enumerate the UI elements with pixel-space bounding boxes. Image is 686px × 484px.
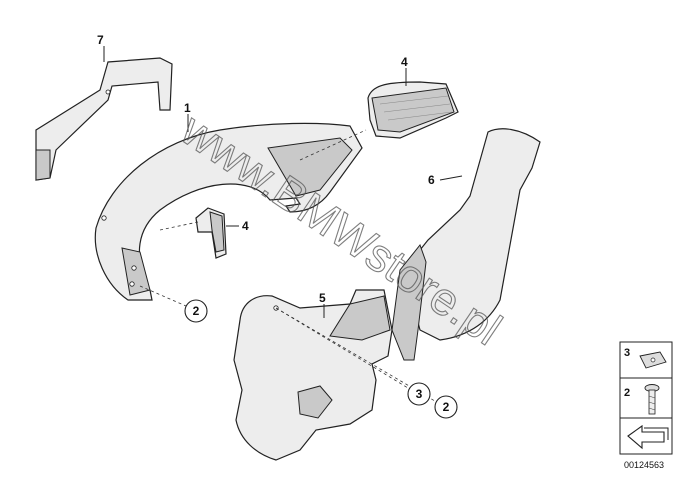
callout-4-middle: 4 bbox=[242, 219, 249, 233]
callout-5: 5 bbox=[319, 291, 326, 305]
screw-icon bbox=[644, 384, 660, 415]
part-6-side-cover bbox=[391, 128, 541, 361]
legend-label-2: 2 bbox=[624, 387, 630, 399]
part-1-fairing bbox=[94, 122, 363, 301]
legend-panel: 3 2 00124563 bbox=[619, 341, 673, 470]
part-7-bracket bbox=[35, 57, 173, 181]
document-number: 00124563 bbox=[624, 460, 664, 470]
circle-2-left: 2 bbox=[193, 304, 200, 318]
callout-7: 7 bbox=[97, 33, 104, 47]
direction-arrow-icon bbox=[627, 424, 669, 450]
circle-2-right: 2 bbox=[443, 400, 450, 414]
callout-1: 1 bbox=[184, 101, 191, 115]
callout-6: 6 bbox=[428, 173, 435, 187]
part-5-lower-panel bbox=[233, 289, 393, 461]
legend-label-3: 3 bbox=[624, 347, 630, 359]
part-4-small-grille bbox=[195, 207, 227, 259]
callout-4-top: 4 bbox=[401, 55, 408, 69]
legend-box-screw bbox=[619, 377, 673, 419]
circle-3: 3 bbox=[416, 387, 423, 401]
circled-references: 2 3 2 bbox=[184, 299, 458, 419]
callout-numbers: 7 1 4 4 6 5 bbox=[97, 33, 435, 305]
part-4-textured-panel-top bbox=[367, 81, 459, 139]
clip-nut-icon bbox=[639, 351, 667, 369]
